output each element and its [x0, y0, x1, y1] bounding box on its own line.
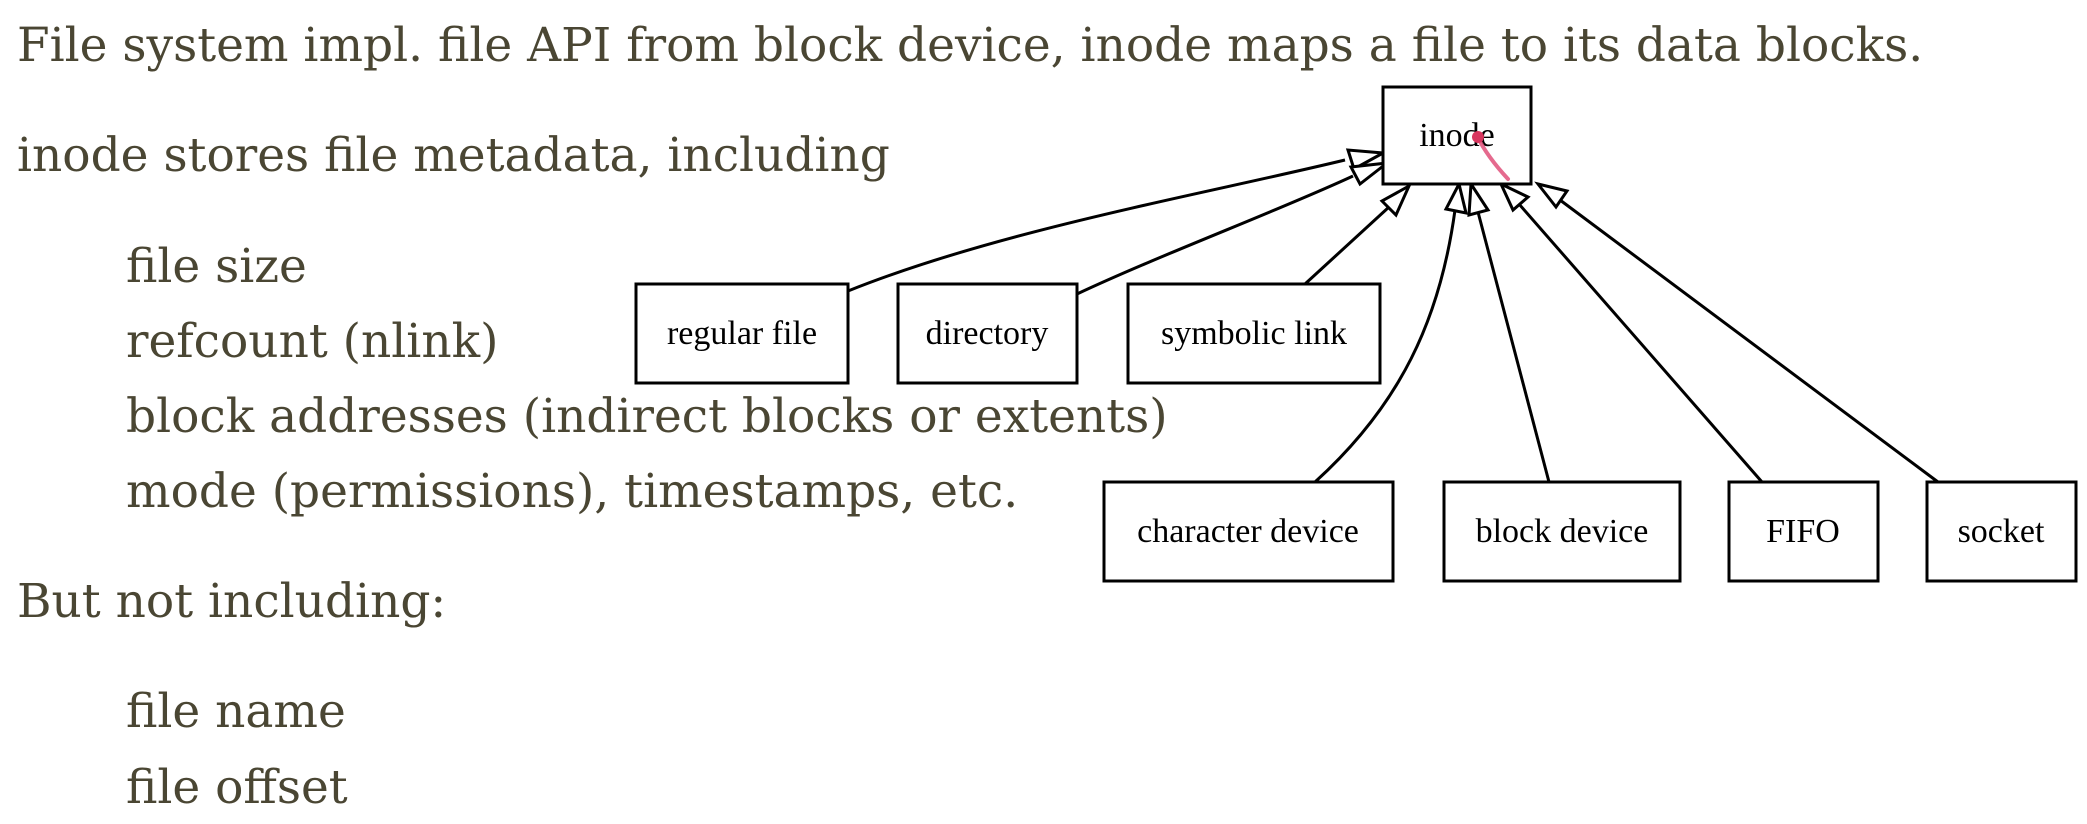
slide-heading: File system impl. file API from block de…: [17, 18, 1924, 73]
node-socket: socket: [1925, 480, 2078, 583]
metadata-item: block addresses (indirect blocks or exte…: [126, 389, 1168, 444]
pen-annotation: [1472, 131, 1510, 181]
edge-directory-to-inode: [1076, 174, 1354, 296]
node-symbolic-link: symbolic link: [1126, 282, 1382, 385]
node-fifo: FIFO: [1727, 480, 1880, 583]
exclusion-intro: But not including:: [17, 574, 447, 629]
node-label: symbolic link: [1161, 315, 1347, 352]
edge-arrowhead: [1497, 180, 1531, 213]
edge-arrowhead: [1379, 182, 1413, 218]
node-regular-file: regular file: [634, 282, 850, 385]
metadata-item: file size: [126, 239, 307, 294]
edge-block-device-to-inode: [1476, 211, 1551, 483]
edge-arrowhead: [1345, 148, 1389, 172]
node-label: socket: [1958, 513, 2045, 550]
node-label: directory: [926, 315, 1049, 352]
node-label: regular file: [667, 315, 817, 352]
edge-regular-file-to-inode: [847, 158, 1346, 293]
edge-character-device-to-inode: [1313, 209, 1457, 484]
metadata-item: mode (permissions), timestamps, etc.: [126, 464, 1019, 519]
node-character-device: character device: [1102, 480, 1395, 583]
edge-socket-to-inode: [1559, 198, 1939, 484]
node-label: block device: [1476, 513, 1649, 550]
metadata-item: refcount (nlink): [126, 314, 499, 369]
edge-arrowhead: [1467, 179, 1491, 217]
metadata-intro: inode stores file metadata, including: [17, 128, 890, 183]
edge-fifo-to-inode: [1517, 203, 1764, 483]
edge-arrowhead: [1443, 179, 1469, 215]
node-inode: inode: [1381, 85, 1533, 186]
node-directory: directory: [896, 282, 1079, 385]
edge-arrowhead: [1534, 181, 1570, 210]
excluded-item: file name: [126, 684, 346, 739]
edge-arrowhead: [1348, 160, 1393, 187]
node-block-device: block device: [1442, 480, 1682, 583]
excluded-item: file offset: [126, 760, 348, 815]
node-label: character device: [1137, 513, 1359, 550]
node-label: FIFO: [1766, 513, 1840, 550]
edge-symbolic-link-to-inode: [1303, 205, 1391, 286]
